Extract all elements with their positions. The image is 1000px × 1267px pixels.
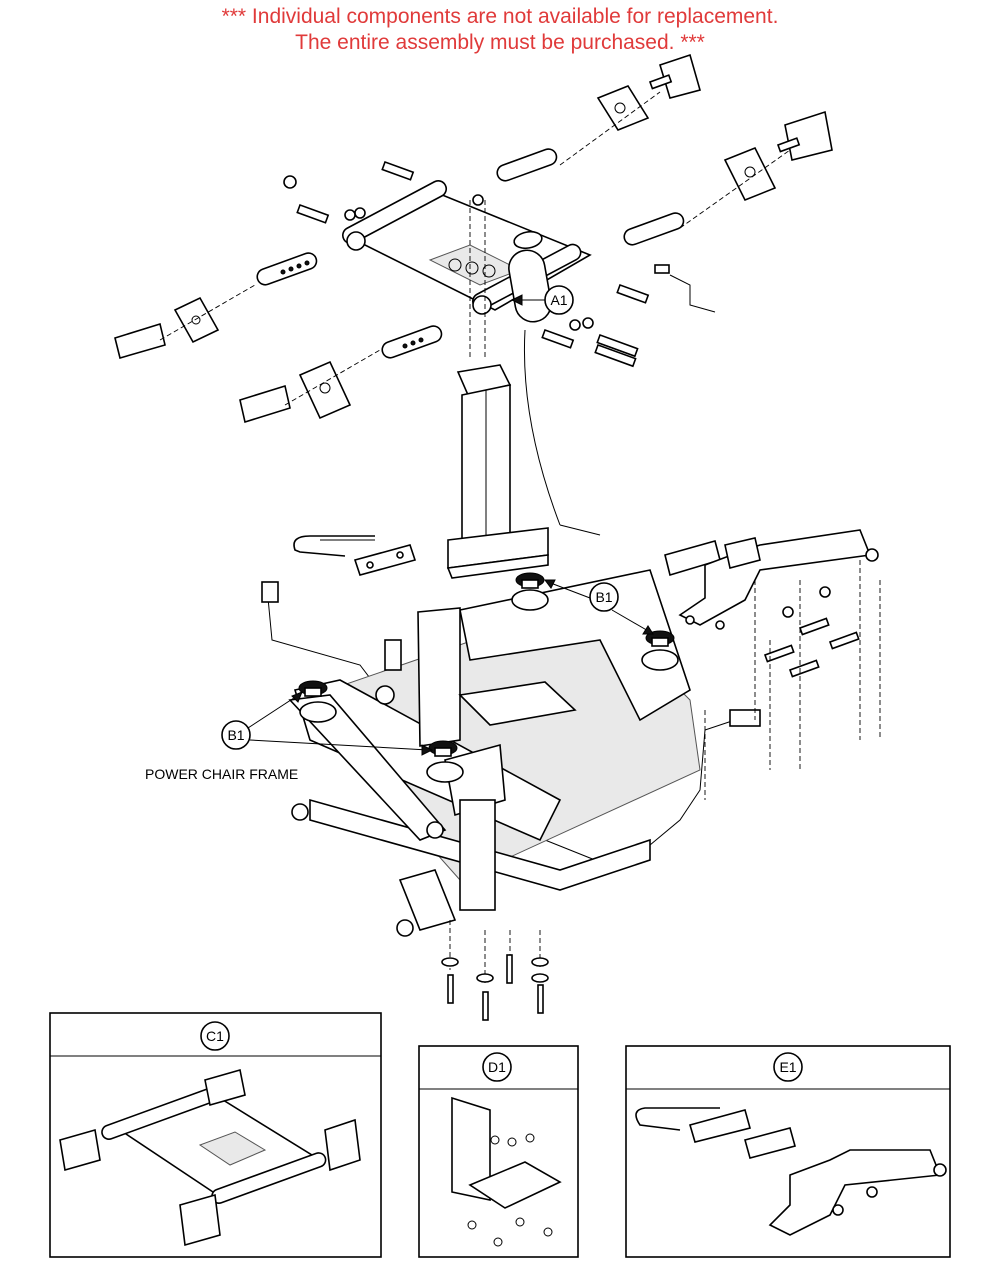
c1-end-cap-left — [59, 1128, 101, 1172]
power-chair-frame-label: POWER CHAIR FRAME — [145, 766, 299, 782]
right-rail-assembly — [496, 53, 833, 246]
callout-c1-label: C1 — [206, 1028, 224, 1044]
left-mount-plate-lower — [298, 360, 352, 420]
callout-a1: A1 — [510, 285, 574, 315]
callout-b1-upper-label: B1 — [595, 589, 612, 605]
left-end-cap-lower — [239, 384, 291, 424]
inset-d1: D1 — [418, 1045, 579, 1258]
inset-c1: C1 — [49, 1012, 382, 1258]
right-end-cap-upper — [659, 53, 701, 99]
d1-horizontal-plate — [468, 1161, 562, 1209]
left-mount-plate-upper — [173, 296, 220, 344]
right-mount-plate-lower — [723, 146, 777, 202]
power-chair-frame — [288, 569, 701, 937]
frame-floor — [309, 798, 651, 891]
hardware-bolts — [283, 74, 801, 368]
callout-a1-label: A1 — [550, 292, 567, 308]
left-end-cap-upper — [114, 322, 166, 359]
callout-b1-lower-label: B1 — [227, 727, 244, 743]
frame-vertical-plate — [417, 607, 461, 747]
u-bolt-bracket — [293, 535, 417, 576]
right-side-bracket — [664, 529, 881, 770]
left-rail-assembly — [114, 252, 443, 424]
frame-front-post — [459, 799, 496, 911]
u-bolt-plate — [353, 544, 417, 576]
e1-bracket-body — [768, 1149, 942, 1236]
callout-d1-label: D1 — [488, 1059, 506, 1075]
callout-e1-label: E1 — [779, 1059, 796, 1075]
d1-vertical-plate — [451, 1096, 491, 1201]
callout-b1-lower: B1 — [221, 691, 434, 756]
bottom-mount-bolts — [441, 920, 549, 1021]
replacement-notice-line-2: The entire assembly must be purchased. *… — [295, 31, 705, 54]
wiring-harness — [261, 264, 761, 871]
frame-connector — [384, 639, 402, 671]
inset-e1: E1 — [625, 1045, 951, 1258]
right-end-cap-lower — [784, 110, 833, 161]
bumper-caps — [298, 572, 679, 783]
frame-deck-plate — [458, 681, 577, 726]
replacement-notice-line-1: *** Individual components are not availa… — [221, 5, 779, 28]
right-mount-plate-upper — [596, 85, 650, 131]
callout-b1-upper: B1 — [544, 579, 654, 635]
e1-u-bolt-plate — [689, 1109, 751, 1143]
